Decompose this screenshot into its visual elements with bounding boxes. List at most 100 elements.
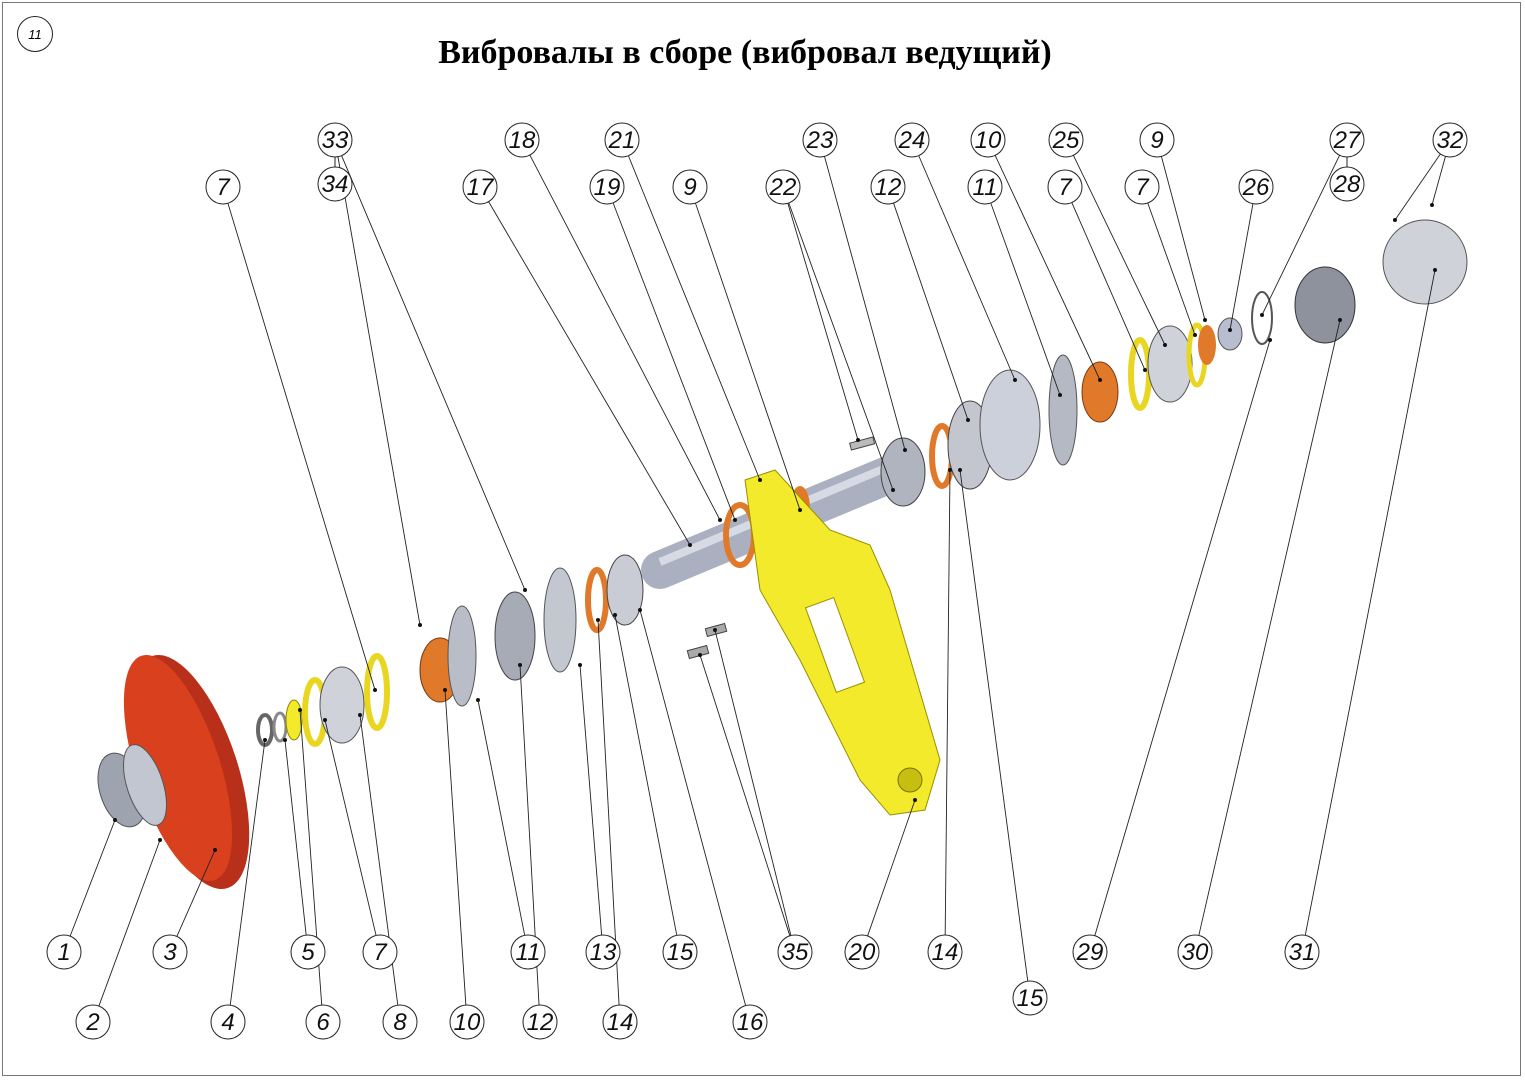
balloon-circle: [317, 166, 353, 202]
part-bearing-12: [494, 591, 536, 681]
leader-dot: [966, 418, 970, 422]
leader-dot: [578, 663, 582, 667]
balloon-15: 15: [662, 934, 698, 970]
balloon-20: 20: [844, 934, 880, 970]
balloon-24: 24: [894, 122, 930, 158]
balloon-number: 22: [769, 174, 797, 201]
leader-dot: [1143, 368, 1147, 372]
leader-line: [98, 839, 161, 1007]
leader-line: [714, 629, 792, 936]
balloon-number: 11: [973, 174, 998, 201]
balloon-8: 8: [382, 1004, 418, 1040]
balloon-11: 11: [967, 169, 1003, 205]
leader-line: [284, 739, 307, 936]
balloon-circle: [1432, 122, 1468, 158]
leader-dot: [733, 518, 737, 522]
leader-line: [229, 739, 266, 1006]
part-nut-9-right: [1198, 325, 1216, 365]
leader-line: [990, 202, 1061, 396]
balloon-number: 20: [848, 939, 876, 966]
leader-line: [227, 203, 376, 691]
leader-line: [612, 202, 736, 521]
balloon-number: 9: [1150, 127, 1163, 154]
balloon-number: 5: [301, 939, 315, 966]
leader-dot: [113, 818, 117, 822]
leader-line: [699, 654, 791, 936]
leader-line: [994, 155, 1101, 381]
part-cover-31: [1382, 219, 1468, 305]
leader-line: [788, 202, 894, 491]
part-rings-14-15: [585, 567, 609, 633]
leader-line: [1198, 319, 1341, 936]
leader-dot: [1268, 338, 1272, 342]
balloon-circle: [382, 1004, 418, 1040]
part-cover-13: [543, 567, 577, 673]
balloon-number: 6: [316, 1009, 330, 1036]
balloon-circle: [1238, 169, 1274, 205]
balloon-number: 27: [1333, 127, 1362, 154]
leader-line: [614, 614, 678, 936]
balloon-number: 3: [163, 939, 177, 966]
part-nut-6: [285, 699, 303, 741]
balloon-number: 29: [1076, 939, 1104, 966]
balloon-number: 23: [806, 127, 834, 154]
leader-dot: [1228, 328, 1232, 332]
leader-line: [1071, 202, 1146, 371]
balloon-number: 1: [57, 939, 70, 966]
leader-line: [1147, 202, 1196, 336]
part-sleeve-10-right: [1081, 361, 1119, 423]
leader-dot: [758, 478, 762, 482]
leader-dot: [1193, 333, 1197, 337]
balloon-number: 31: [1289, 939, 1316, 966]
leader-dot: [1433, 268, 1437, 272]
part-bearing-16: [606, 554, 644, 626]
balloon-number: 18: [509, 127, 536, 154]
leader-lines: [69, 153, 1446, 1007]
balloon-10: 10: [970, 122, 1006, 158]
balloon-number: 11: [516, 939, 541, 966]
balloon-number: 34: [322, 171, 349, 198]
leader-dot: [903, 448, 907, 452]
balloon-33: 33: [317, 122, 353, 158]
leader-line: [69, 819, 116, 937]
leader-line: [787, 203, 859, 441]
leader-line: [341, 155, 526, 591]
balloon-number: 15: [667, 939, 694, 966]
part-bearing-25: [1147, 325, 1193, 403]
balloon-19: 19: [589, 169, 625, 205]
leader-line: [337, 156, 421, 626]
balloon-number: 14: [932, 939, 959, 966]
balloon-number: 17: [467, 174, 495, 201]
leader-dot: [213, 848, 217, 852]
leader-line: [867, 799, 916, 937]
balloon-18: 18: [504, 122, 540, 158]
balloon-circle: [317, 122, 353, 158]
part-cover-11-right: [1048, 354, 1078, 466]
part-flange-11: [447, 605, 477, 707]
leader-dot: [158, 838, 162, 842]
balloon-16: 16: [732, 1004, 768, 1040]
balloon-13: 13: [585, 934, 621, 970]
balloon-23: 23: [802, 122, 838, 158]
balloon-circle: [1139, 122, 1175, 158]
balloon-number: 12: [875, 174, 902, 201]
leader-line: [893, 202, 969, 421]
balloon-28: 28: [1329, 166, 1365, 202]
balloon-29: 29: [1072, 934, 1108, 970]
leader-dot: [713, 628, 717, 632]
balloon-number: 15: [1017, 985, 1044, 1012]
leader-dot: [718, 518, 722, 522]
balloon-circle: [504, 122, 540, 158]
balloon-circle: [522, 1004, 558, 1040]
balloon-number: 16: [737, 1009, 764, 1036]
part-seal-7-right: [1128, 337, 1152, 411]
balloon-number: 28: [1333, 171, 1361, 198]
balloon-31: 31: [1284, 934, 1320, 970]
sheet-number-balloon: 11: [17, 16, 53, 52]
balloon-circle: [589, 169, 625, 205]
balloon-number: 12: [527, 1009, 554, 1036]
balloon-14: 14: [602, 1004, 638, 1040]
leader-line: [695, 202, 801, 511]
leader-dot: [298, 708, 302, 712]
